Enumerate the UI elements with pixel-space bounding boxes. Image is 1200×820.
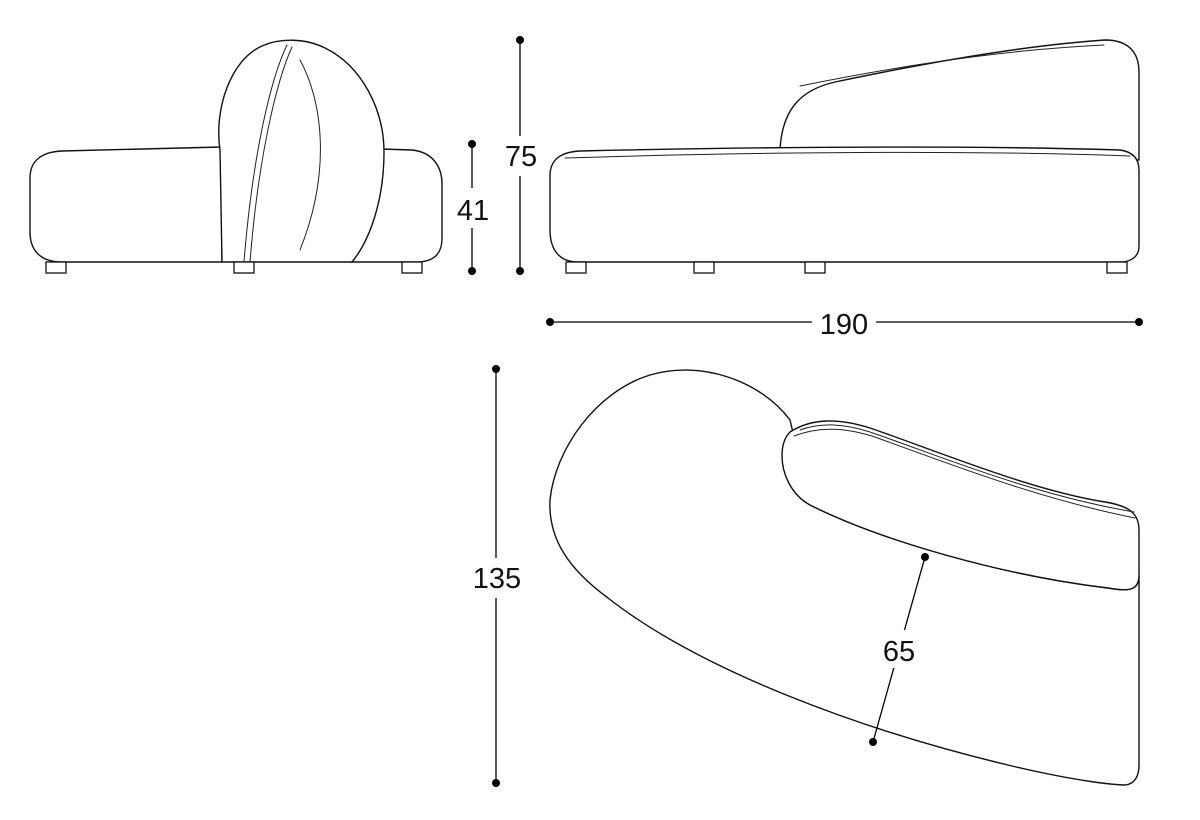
top-view-backrest	[781, 420, 1140, 591]
side-view	[29, 39, 443, 274]
dimension-seat-depth: 65	[869, 553, 929, 746]
side-view-backrest-seam-2	[249, 46, 293, 263]
side-view-backrest	[218, 39, 385, 263]
side-view-backrest-crease	[299, 59, 321, 251]
side-view-backrest-seam	[243, 44, 288, 263]
side-view-foot-1	[45, 261, 67, 274]
top-view-backrest-seam	[793, 428, 1136, 519]
seat-height-label: 41	[457, 195, 489, 227]
seat-depth-label: 65	[883, 636, 915, 668]
front-view-backrest	[779, 39, 1140, 161]
length-label: 190	[820, 309, 868, 341]
front-view-seat-edge	[564, 151, 1131, 159]
top-view	[549, 369, 1140, 786]
front-view-foot-2	[693, 261, 715, 274]
dimension-depth: 135	[466, 365, 528, 787]
front-view-backrest-edge	[799, 44, 1105, 87]
front-view-foot-4	[1106, 261, 1128, 274]
front-view	[549, 39, 1140, 274]
depth-label: 135	[473, 563, 521, 595]
overall-height-label: 75	[505, 141, 537, 173]
dimension-overall-height: 75	[500, 36, 542, 275]
front-view-foot-1	[565, 261, 587, 274]
top-view-backrest-seam-2	[799, 424, 1135, 513]
dimension-seat-height: 41	[452, 140, 494, 275]
side-view-foot-3	[401, 261, 423, 274]
side-view-foot-2	[233, 261, 255, 274]
front-view-foot-3	[804, 261, 826, 274]
front-view-seat	[549, 146, 1140, 263]
side-view-left-cushion	[29, 146, 223, 263]
dimension-length: 190	[546, 304, 1143, 341]
